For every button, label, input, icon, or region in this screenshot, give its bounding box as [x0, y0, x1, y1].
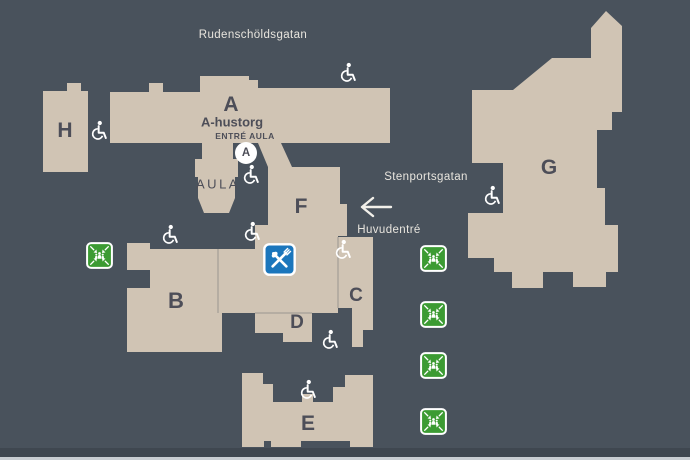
building-label-b: B — [168, 288, 184, 313]
entre-aula-label: ENTRÉ AULA — [215, 131, 275, 141]
assembly-point-icon — [420, 408, 447, 435]
assembly-point-icon — [86, 242, 113, 269]
aula-marker-letter: A — [241, 147, 251, 159]
footer-line — [0, 457, 690, 460]
assembly-point-icon — [420, 301, 447, 328]
building-c-shape — [338, 237, 373, 347]
a-hustorg-label: A-hustorg — [200, 114, 264, 130]
wheelchair-icon — [340, 62, 356, 83]
restaurant-icon — [263, 243, 296, 276]
aula-entrance-marker — [235, 142, 257, 164]
assembly-point-icon — [420, 245, 447, 272]
building-h-shape — [43, 83, 88, 172]
wheelchair-icon — [322, 329, 338, 350]
building-label-a: A — [223, 93, 239, 116]
main-entrance-arrow-icon — [360, 196, 393, 218]
building-a-shape — [110, 76, 390, 167]
assembly-point-icon — [420, 352, 447, 379]
main-entrance-label: Huvudentré — [357, 224, 421, 236]
building-label-g: G — [540, 156, 558, 179]
building-label-f: F — [294, 195, 308, 218]
footer-bar — [0, 448, 690, 457]
building-e-shape — [242, 373, 373, 447]
building-f-shape — [255, 167, 347, 313]
street-label-stenportsgatan: Stenportsgatan — [384, 171, 468, 183]
building-b-shape — [127, 243, 268, 352]
wheelchair-icon — [484, 185, 500, 206]
building-g-shape — [468, 11, 622, 288]
building-label-c: C — [349, 285, 363, 306]
building-d-shape — [255, 313, 312, 342]
building-label-e: E — [300, 412, 316, 435]
building-label-d: D — [290, 312, 304, 333]
aula-shape — [195, 159, 238, 213]
building-label-h: H — [57, 119, 73, 142]
wheelchair-icon — [162, 224, 178, 245]
wheelchair-icon — [91, 120, 107, 141]
wheelchair-icon — [243, 164, 259, 185]
street-label-rudenscholdsgatan: Rudenschöldsgatan — [198, 29, 308, 41]
aula-label: AULA — [196, 176, 240, 192]
